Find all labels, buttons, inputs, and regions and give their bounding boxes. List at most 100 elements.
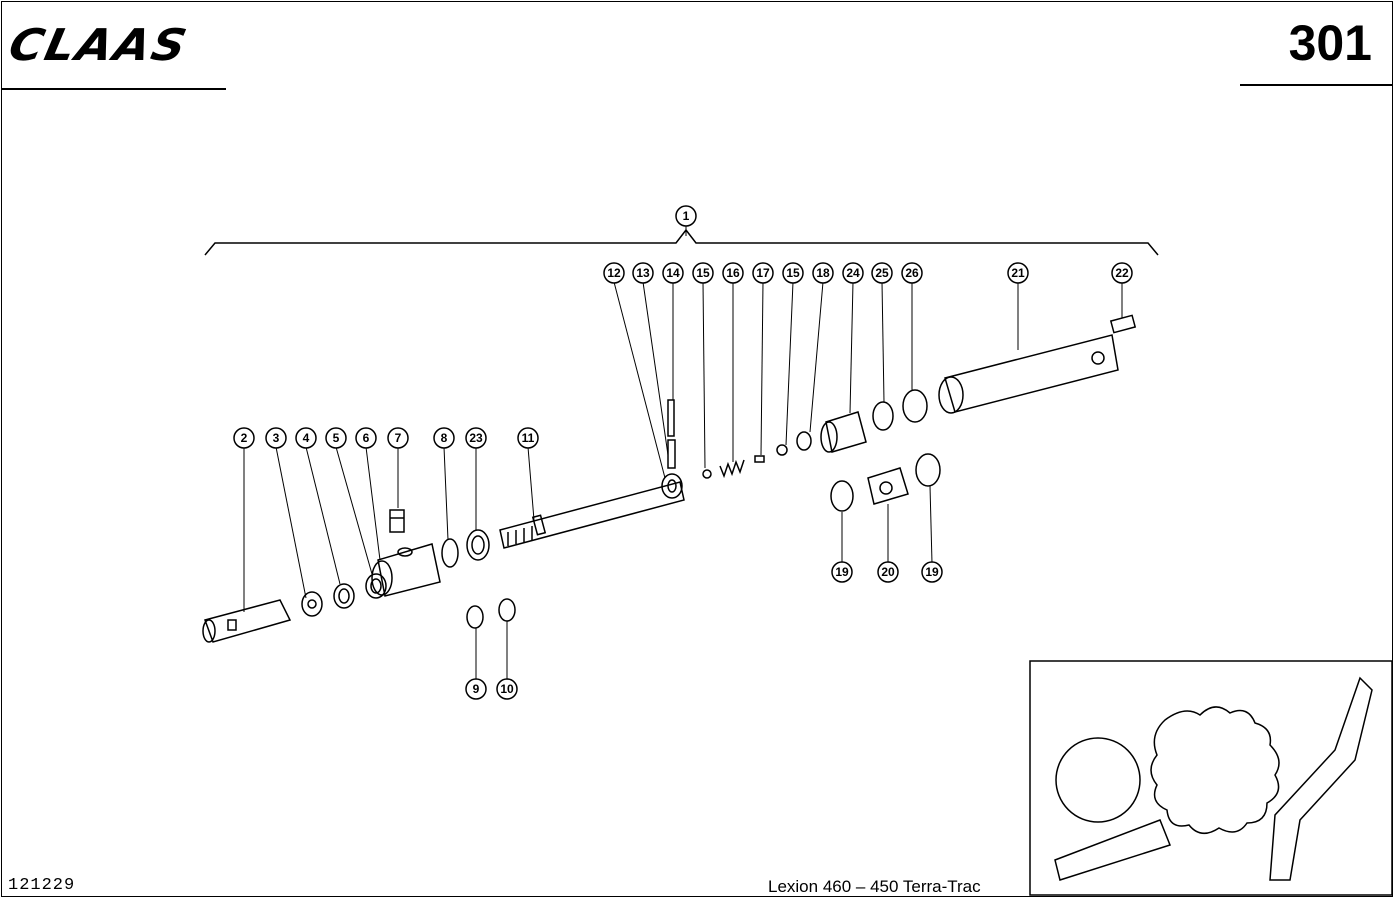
leader-lines — [243, 226, 1123, 680]
callout-3: 3 — [265, 427, 287, 449]
callout-circle — [355, 427, 377, 449]
callout-label: 6 — [363, 431, 370, 445]
callout-circle — [465, 678, 487, 700]
callout-circle — [692, 262, 714, 284]
callout-circle — [921, 561, 943, 583]
part-15-ball-2 — [776, 444, 788, 456]
callout-circle — [433, 427, 455, 449]
callout-circle — [387, 427, 409, 449]
page-number: 301 — [1288, 15, 1372, 71]
part-23-bushing — [466, 529, 490, 561]
callout-10: 10 — [496, 678, 518, 700]
document-id: 121229 — [8, 876, 76, 895]
callout-19: 19 — [921, 561, 943, 583]
callout-label: 26 — [905, 266, 919, 280]
callout-circle — [752, 262, 774, 284]
part-21-cylinder — [938, 334, 1119, 414]
callout-circle — [1111, 262, 1133, 284]
model-caption: Lexion 460 – 450 Terra-Trac — [768, 877, 981, 896]
callout-label: 13 — [636, 266, 650, 280]
callout-label: 8 — [441, 431, 448, 445]
callout-label: 18 — [816, 266, 830, 280]
callout-label: 24 — [846, 266, 860, 280]
callout-label: 17 — [756, 266, 770, 280]
part-15-ball — [702, 469, 712, 479]
callout-circle — [877, 561, 899, 583]
callout-circle — [662, 262, 684, 284]
callout-circle — [782, 262, 804, 284]
inset-overview-drawing — [1029, 660, 1393, 896]
callout-4: 4 — [295, 427, 317, 449]
part-18-oring — [796, 431, 812, 451]
callout-8: 8 — [433, 427, 455, 449]
callout-26: 26 — [901, 262, 923, 284]
part-12-nut — [661, 473, 683, 499]
part-10-ring — [498, 598, 516, 622]
callout-13: 13 — [632, 262, 654, 284]
callout-circle — [265, 427, 287, 449]
callout-label: 25 — [875, 266, 889, 280]
callout-circle — [831, 561, 853, 583]
callout-23: 23 — [465, 427, 487, 449]
part-11-piston-rod — [499, 481, 685, 549]
callout-25: 25 — [871, 262, 893, 284]
callout-circle — [901, 262, 923, 284]
callout-20: 20 — [877, 561, 899, 583]
callout-12: 12 — [603, 262, 625, 284]
callout-label: 22 — [1115, 266, 1129, 280]
callout-circle — [812, 262, 834, 284]
part-9-ring — [466, 605, 484, 629]
callout-6: 6 — [355, 427, 377, 449]
part-6-head — [371, 543, 441, 597]
part-25-seal — [872, 401, 894, 431]
part-2-clevis — [202, 599, 292, 643]
part-3-nut — [301, 591, 323, 617]
callout-circle — [603, 262, 625, 284]
callout-label: 20 — [881, 565, 895, 579]
callout-18: 18 — [812, 262, 834, 284]
callout-label: 19 — [925, 565, 939, 579]
logo-underline — [2, 88, 226, 90]
callout-24: 24 — [842, 262, 864, 284]
callout-label: 5 — [333, 431, 340, 445]
callout-circle — [722, 262, 744, 284]
part-4-ring — [333, 583, 355, 609]
callout-circle — [233, 427, 255, 449]
part-14-pin — [667, 399, 676, 469]
part-19-seal-2 — [915, 453, 941, 487]
callout-label: 7 — [395, 431, 402, 445]
callout-11: 11 — [517, 427, 539, 449]
callout-2: 2 — [233, 427, 255, 449]
callout-1: 1 — [675, 205, 697, 227]
callout-label: 4 — [303, 431, 310, 445]
callout-15: 15 — [692, 262, 714, 284]
callout-14: 14 — [662, 262, 684, 284]
callout-label: 1 — [683, 209, 690, 223]
part-7-fitting — [389, 509, 405, 533]
callout-circle — [517, 427, 539, 449]
part-22-breather — [1109, 314, 1137, 334]
callout-22: 22 — [1111, 262, 1133, 284]
callout-label: 3 — [273, 431, 280, 445]
part-26-seal — [902, 389, 928, 423]
callout-circle — [675, 205, 697, 227]
callout-label: 23 — [469, 431, 483, 445]
callout-label: 21 — [1011, 266, 1025, 280]
callout-circle — [496, 678, 518, 700]
part-8-oring — [441, 538, 459, 568]
callout-label: 11 — [522, 431, 535, 445]
callout-label: 15 — [786, 266, 800, 280]
assembly-bracket — [204, 228, 1159, 256]
callout-circle — [871, 262, 893, 284]
callout-7: 7 — [387, 427, 409, 449]
callout-15: 15 — [782, 262, 804, 284]
callout-circle — [325, 427, 347, 449]
part-19-seal — [830, 480, 854, 512]
part-20-piston — [867, 467, 909, 505]
callout-circle — [842, 262, 864, 284]
part-5-ring — [365, 573, 387, 599]
callout-label: 9 — [473, 682, 480, 696]
